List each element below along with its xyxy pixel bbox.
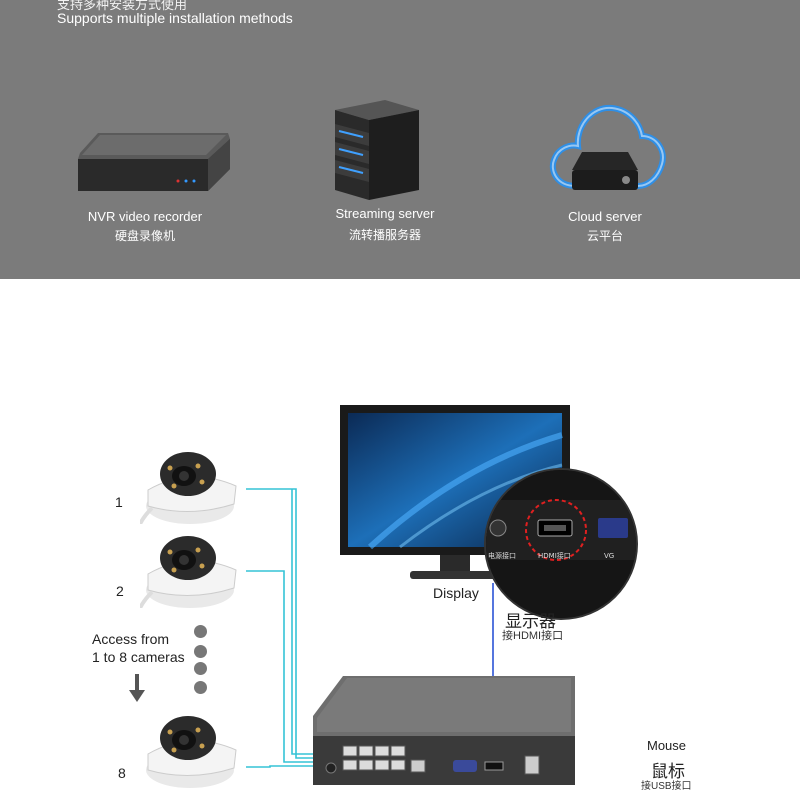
access-text-line2: 1 to 8 cameras (92, 649, 185, 665)
device-label-cloud-en: Cloud server (568, 209, 642, 224)
display-monitor (340, 405, 570, 579)
dot-icon (194, 662, 207, 675)
display-label-cn: 显示器 (505, 612, 556, 631)
dome-camera-8 (146, 716, 237, 788)
mouse-label-en: Mouse (647, 738, 687, 753)
device-label-server-cn: 流转播服务器 (348, 228, 421, 242)
camera-number-8: 8 (118, 765, 126, 781)
panel-title-cn: 支持多种安装方式使用 (57, 0, 188, 12)
dot-icon (194, 645, 207, 658)
nvr-recorder (313, 676, 575, 785)
down-arrow-icon (129, 674, 145, 702)
device-label-server-en: Streaming server (335, 206, 435, 221)
panel-title-en: Supports multiple installation methods (57, 10, 293, 26)
zoom-label-vga: VG (604, 552, 614, 560)
device-label-nvr-en: NVR video recorder (87, 209, 203, 224)
nvr-icon (78, 133, 230, 191)
dome-camera-1 (140, 452, 237, 524)
device-label-cloud-cn: 云平台 (586, 229, 623, 243)
hdmi-port-zoom: 电源接口 HDMI接口 VG (484, 468, 638, 620)
access-cameras-text: Access from 1 to 8 cameras (92, 630, 185, 666)
installation-methods-panel: 支持多种安装方式使用 Supports multiple installatio… (0, 0, 800, 279)
zoom-label-power: 电源接口 (488, 551, 516, 560)
hdmi-port-detail: 电源接口 HDMI接口 VG (486, 470, 636, 618)
dot-icon (194, 681, 207, 694)
zoom-label-hdmi: HDMI接口 (538, 551, 571, 560)
camera-number-1: 1 (115, 494, 123, 510)
device-label-nvr-cn: 硬盘录像机 (114, 229, 175, 243)
cloud-icon (549, 104, 666, 190)
mouse-label-cn: 鼠标 (651, 762, 685, 781)
display-label-en: Display (433, 585, 479, 601)
display-port-text: 接HDMI接口 (502, 630, 564, 642)
server-icon (335, 100, 419, 200)
access-text-line1: Access from (92, 631, 170, 647)
dome-camera-2 (140, 536, 237, 608)
camera-number-2: 2 (116, 583, 124, 599)
dot-icon (194, 625, 207, 638)
